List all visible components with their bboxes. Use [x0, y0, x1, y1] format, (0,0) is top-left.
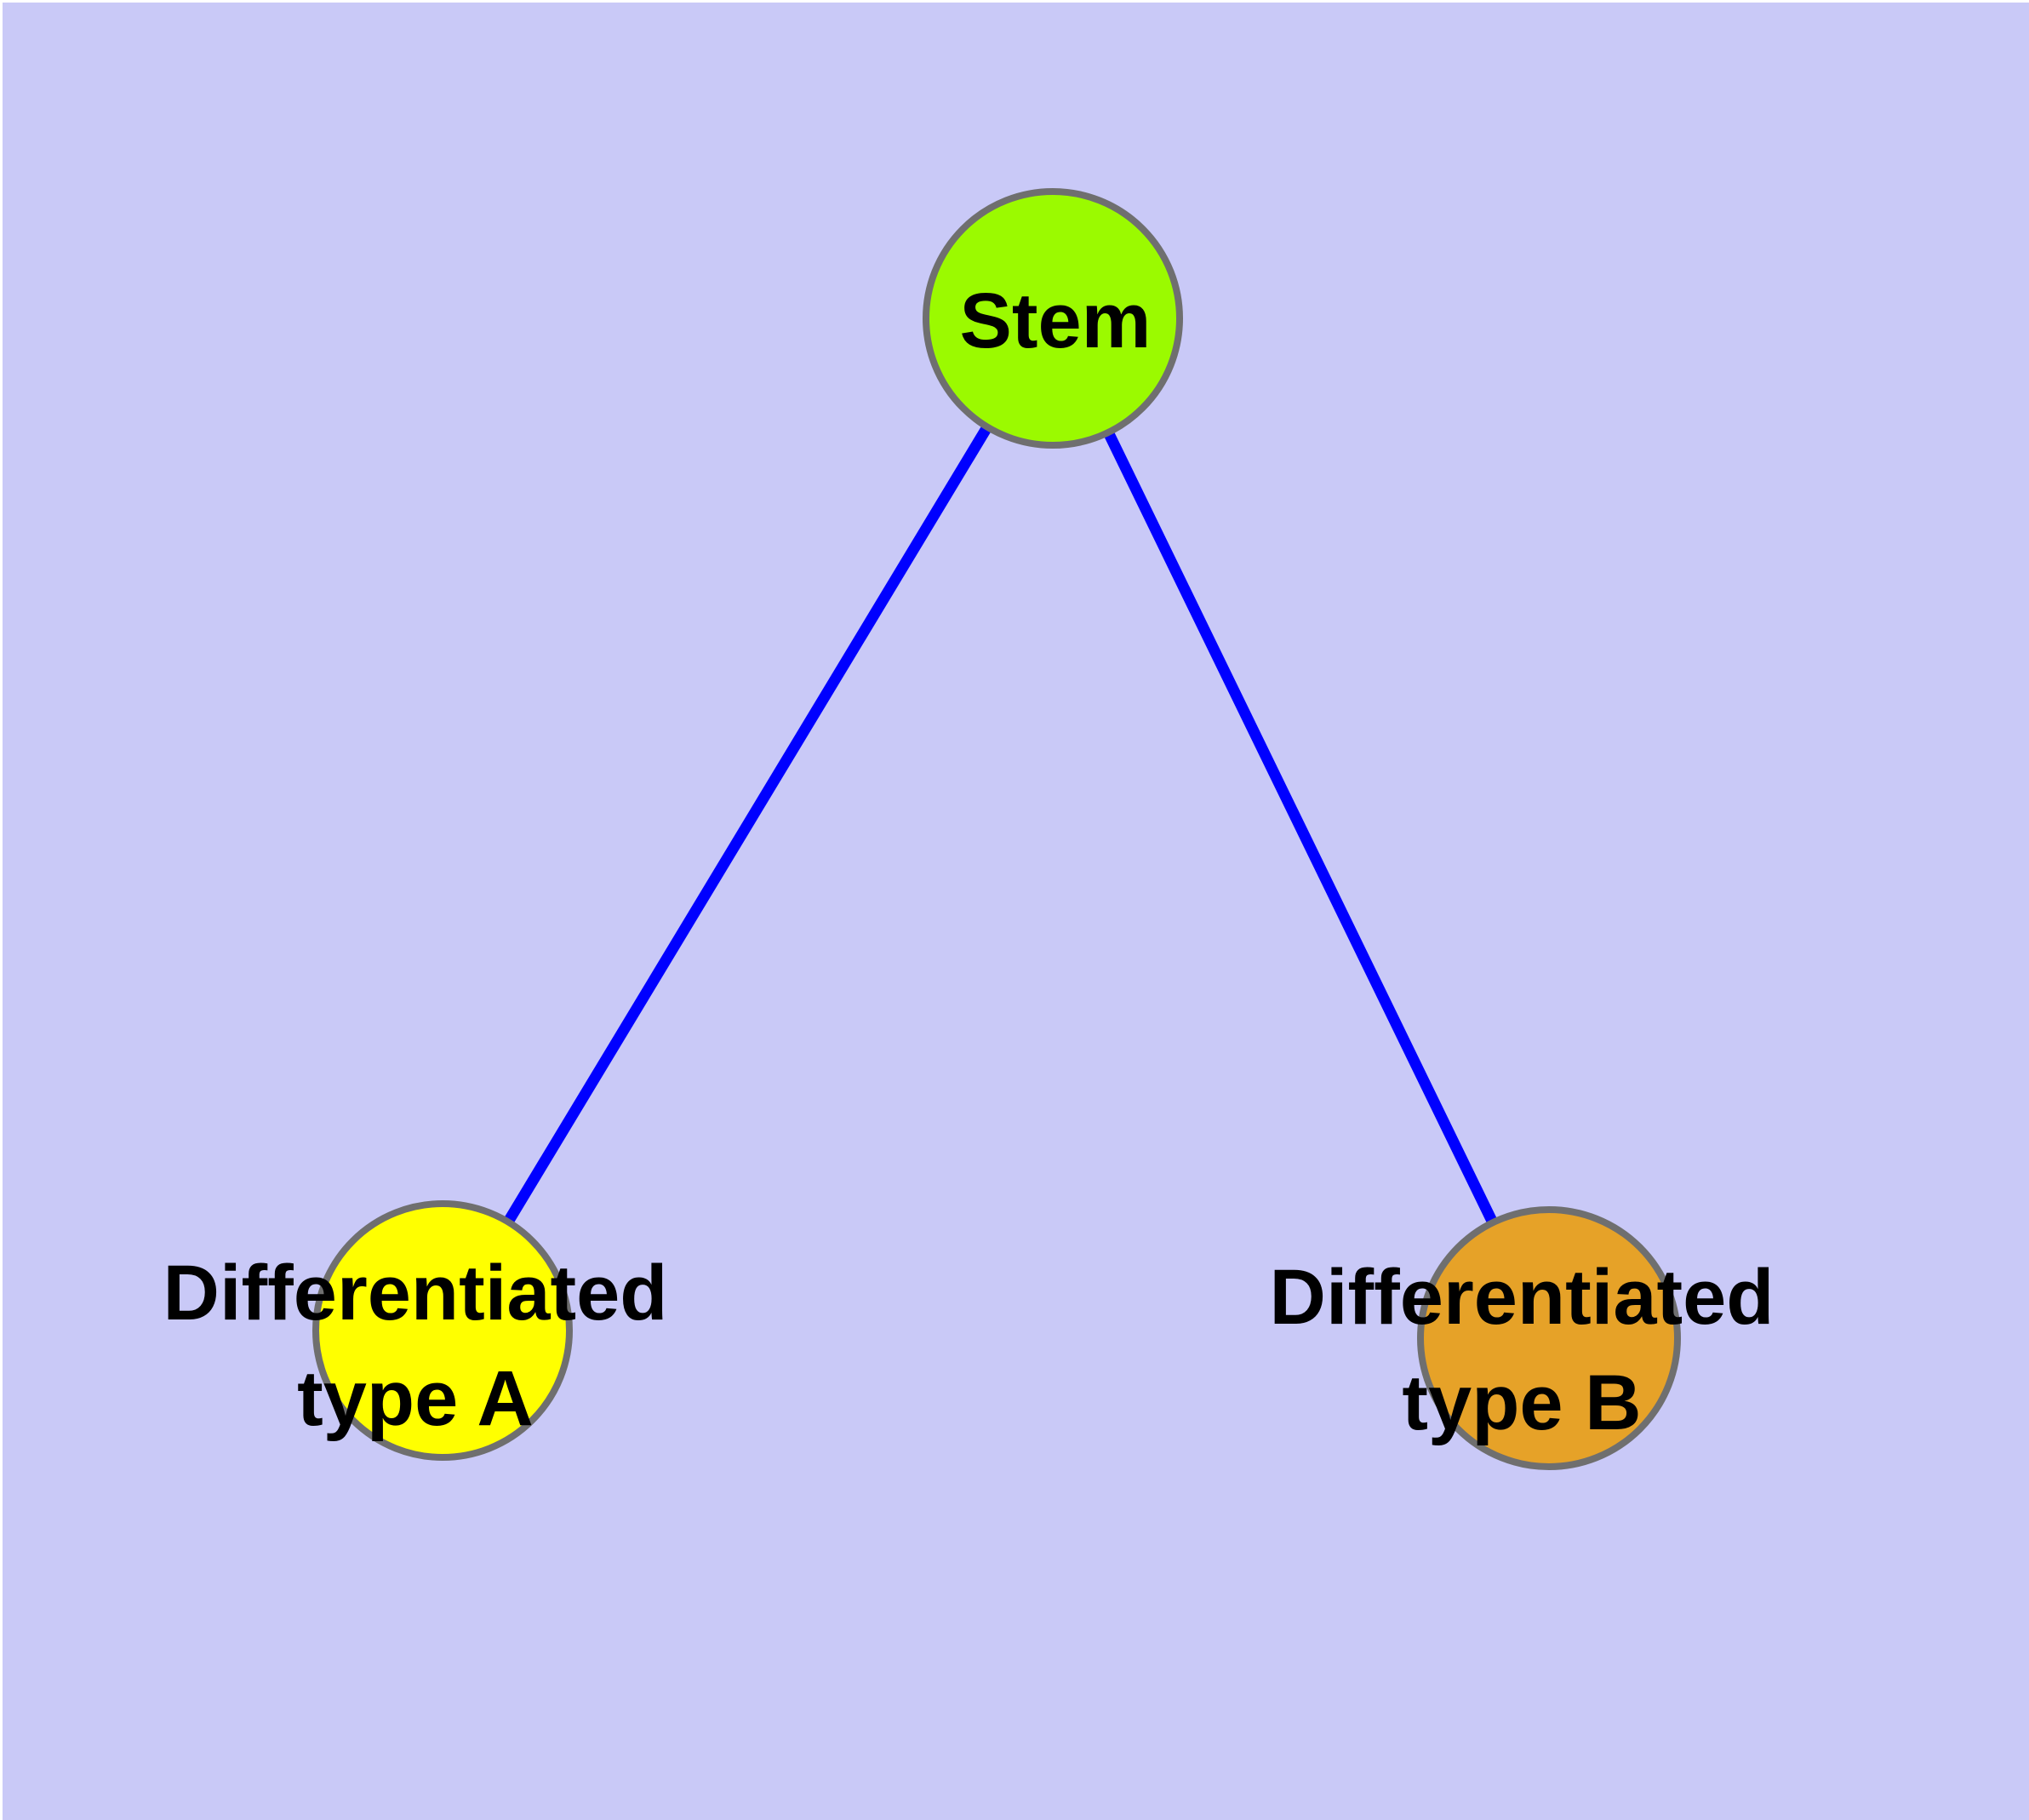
node-stem: [923, 188, 1183, 449]
node-differentiated-type-a: [312, 1200, 573, 1461]
node-differentiated-type-b: [1417, 1206, 1681, 1470]
edge-stem-to-type-b: [1048, 316, 1554, 1341]
canvas-top-margin: [0, 0, 2029, 3]
edge-stem-to-type-a: [437, 315, 1058, 1334]
node-differentiated-type-a-label: Differentiated type A: [163, 1250, 668, 1442]
node-differentiated-type-b-label: Differentiated type B: [1269, 1254, 1775, 1446]
node-stem-label: Stem: [959, 278, 1152, 364]
canvas-left-margin: [0, 0, 3, 1820]
